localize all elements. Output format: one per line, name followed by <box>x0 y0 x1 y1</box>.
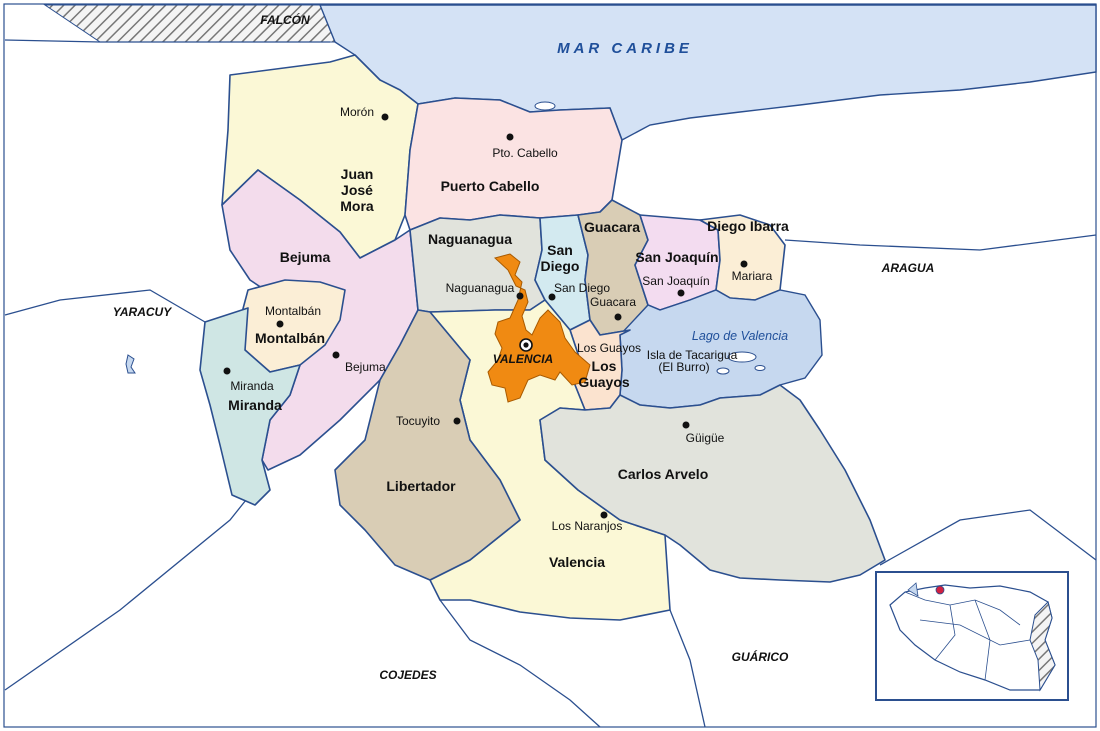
municipality-label-valencia: Valencia <box>549 554 605 570</box>
aragua-border-south <box>879 509 1097 566</box>
town-label-miranda: Miranda <box>230 379 274 393</box>
municipality-label-montalban: Montalbán <box>255 330 325 346</box>
state-label-cojedes: COJEDES <box>379 668 436 682</box>
town-label-moron: Morón <box>340 105 374 119</box>
cojedes-border-south <box>439 599 601 728</box>
aragua-border-north <box>784 234 1097 251</box>
inset-highlight-carabobo <box>935 585 945 595</box>
municipality-label-los-guayos-2: Guayos <box>578 374 630 390</box>
state-label-aragua: ARAGUA <box>881 261 935 275</box>
town-dot-pto-cabello <box>506 133 514 141</box>
state-label-guarico: GUÁRICO <box>732 649 789 664</box>
inset-locator-map <box>875 571 1069 701</box>
island-tacarigua <box>727 351 757 363</box>
small-lagoon <box>125 354 136 374</box>
municipality-label-guacara: Guacara <box>584 219 640 235</box>
town-dot-miranda <box>223 367 231 375</box>
town-label-san-diego: San Diego <box>554 281 610 295</box>
town-labels: Morón Pto. Cabello Naguanagua San Diego … <box>230 105 772 533</box>
municipality-labels: Juan José Mora Puerto Cabello Bejuma Mon… <box>228 166 789 570</box>
municipality-label-san-joaquin: San Joaquín <box>635 249 718 265</box>
sea-label: MAR CARIBE <box>557 40 693 57</box>
town-label-san-joaquin: San Joaquín <box>642 274 709 288</box>
municipality-label-libertador: Libertador <box>386 478 456 494</box>
municipality-label-san-diego-1: San <box>547 242 573 258</box>
municipality-label-bejuma: Bejuma <box>280 249 331 265</box>
municipality-label-carlos-arvelo: Carlos Arvelo <box>618 466 709 482</box>
town-dots <box>223 113 748 519</box>
town-label-pto-cabello: Pto. Cabello <box>492 146 558 160</box>
town-label-bejuma: Bejuma <box>345 360 386 374</box>
municipality-label-diego-ibarra: Diego Ibarra <box>707 218 789 234</box>
region-miranda[interactable] <box>199 307 301 506</box>
town-dot-san-diego <box>548 293 556 301</box>
capital-label-valencia: VALENCIA <box>493 352 553 366</box>
falcon-border <box>4 39 330 43</box>
region-carlos-arvelo[interactable] <box>539 384 886 583</box>
inset-maracaibo-lake <box>907 582 919 597</box>
town-dot-naguanagua <box>516 292 524 300</box>
islet <box>716 367 730 375</box>
municipality-label-juan-jose-mora-1: Juan <box>341 166 374 182</box>
town-dot-tocuyito <box>453 417 461 425</box>
town-label-tocuyito: Tocuyito <box>396 414 440 428</box>
municipality-label-juan-jose-mora-2: José <box>341 182 373 198</box>
municipality-label-puerto-cabello: Puerto Cabello <box>441 178 540 194</box>
town-label-los-naranjos: Los Naranjos <box>552 519 623 533</box>
municipality-label-miranda: Miranda <box>228 397 282 413</box>
town-label-mariara: Mariara <box>732 269 773 283</box>
town-dot-bejuma <box>332 351 340 359</box>
lake-label: Lago de Valencia <box>692 329 788 343</box>
region-puerto-cabello[interactable] <box>404 97 623 231</box>
town-dot-san-joaquin <box>677 289 685 297</box>
municipality-label-los-guayos-1: Los <box>592 358 617 374</box>
town-label-guacara: Guacara <box>590 295 636 309</box>
islet <box>534 101 556 111</box>
yaracuy-border <box>4 289 206 323</box>
inset-internal-borders <box>904 591 1031 681</box>
state-label-falcon: FALCÓN <box>260 12 310 27</box>
municipality-label-juan-jose-mora-3: Mora <box>340 198 374 214</box>
inset-hatched-area <box>1029 601 1056 692</box>
town-dot-montalban <box>276 320 284 328</box>
guarico-border <box>669 609 706 728</box>
capital-marker-dot <box>523 342 529 348</box>
town-label-isla-de-tacarigua: Isla de Tacarigua <box>647 348 738 362</box>
town-label-naguanagua: Naguanagua <box>446 281 515 295</box>
municipality-label-san-diego-2: Diego <box>541 258 580 274</box>
town-label-el-burro: (El Burro) <box>658 360 709 374</box>
state-label-yaracuy: YARACUY <box>113 305 172 319</box>
town-label-montalban: Montalbán <box>265 304 321 318</box>
town-dot-guigue <box>682 421 690 429</box>
town-label-guigue: Güigüe <box>686 431 725 445</box>
islet <box>754 365 766 371</box>
town-dot-mariara <box>740 260 748 268</box>
town-dot-moron <box>381 113 389 121</box>
town-dot-guacara <box>614 313 622 321</box>
valencia-urban-area <box>487 253 591 403</box>
town-dot-los-naranjos <box>600 511 608 519</box>
municipality-label-naguanagua: Naguanagua <box>428 231 512 247</box>
town-label-los-guayos: Los Guayos <box>577 341 641 355</box>
region-libertador[interactable] <box>334 309 521 581</box>
